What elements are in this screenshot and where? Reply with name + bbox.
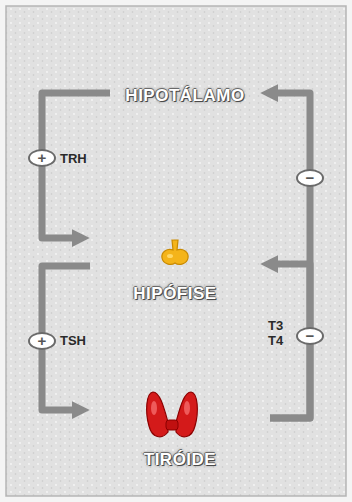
hormone-name: TSH [60,333,86,348]
pituitary-icon [162,240,188,264]
organ-node: HIPOTÁLAMO [110,80,260,106]
effect-sign: − [296,169,324,187]
hormone-arrow [42,93,110,238]
thyroid-icon [147,392,198,437]
hormone-name: TRH [60,151,87,166]
effect-sign: + [28,332,56,350]
effect-sign: + [28,149,56,167]
panel [6,6,346,496]
organ-name: HIPOTÁLAMO [125,86,244,106]
organ-node: HIPÓFISE [90,228,260,304]
hormone-arrow [270,93,310,418]
effect-sign: − [296,327,324,345]
organ-name: HIPÓFISE [133,284,216,304]
hormone-name: T3 T4 [268,318,292,348]
organ-name: TIRÓIDE [144,450,216,470]
organ-node: TIRÓIDE [90,386,270,470]
